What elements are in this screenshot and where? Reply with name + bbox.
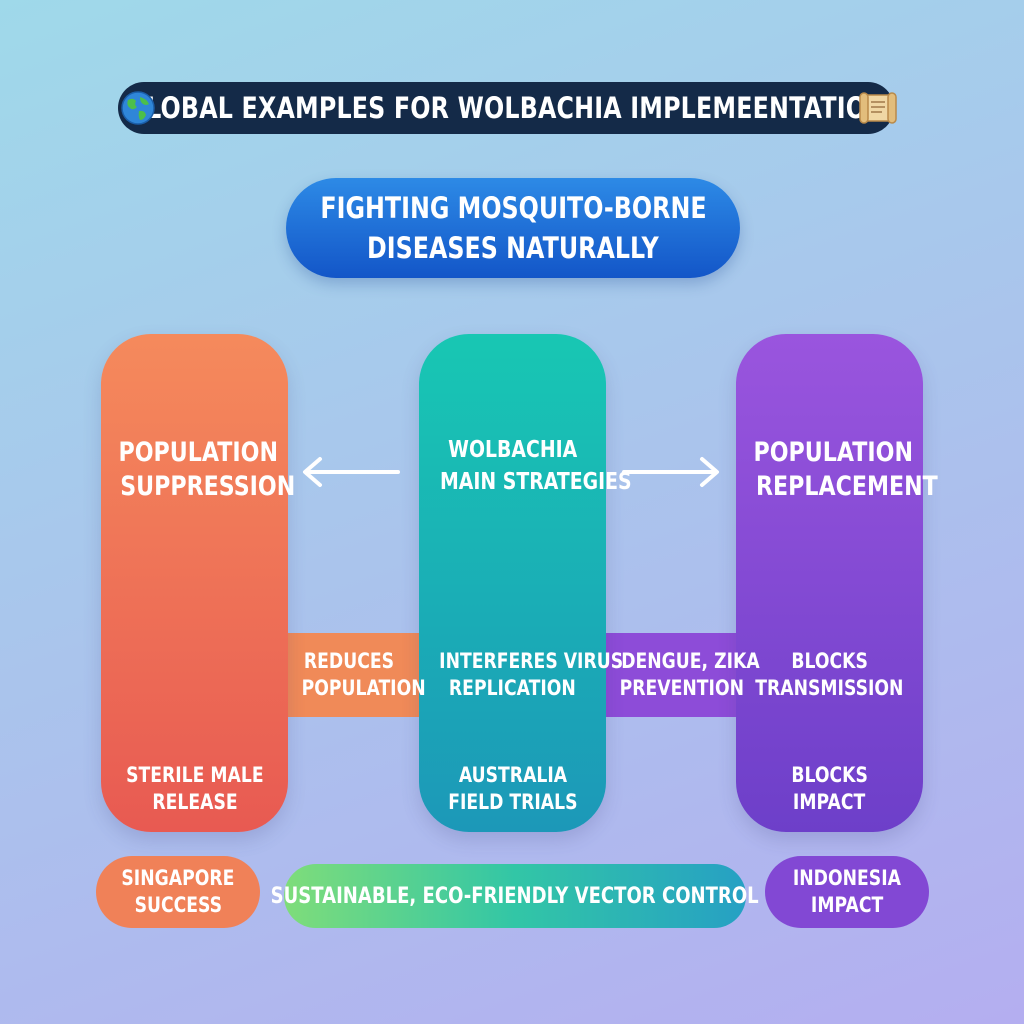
band-label-left-line-1: REDUCES <box>303 649 395 673</box>
column-population-suppression: POPULATION SUPPRESSION STERILE MALE RELE… <box>101 334 296 832</box>
pill-singapore-text: SINGAPORE SUCCESS <box>109 865 247 919</box>
column-bottom-text: STERILE MALE RELEASE <box>101 762 288 816</box>
band-label-right: DENGUE, ZIKA PREVENTION <box>606 648 760 702</box>
column-mid-line-1: BLOCKS <box>791 649 868 673</box>
pill-indonesia-line-2: IMPACT <box>810 893 884 917</box>
column-mid-line-1: INTERFERES VIRUS <box>439 649 624 673</box>
subtitle-pill: FIGHTING MOSQUITO-BORNE DISEASES NATURAL… <box>286 178 740 278</box>
pill-singapore-line-1: SINGAPORE <box>121 866 235 890</box>
pill-indonesia-impact: INDONESIA IMPACT <box>765 856 929 928</box>
connector-band-left <box>280 633 430 717</box>
column-title: POPULATION SUPPRESSION <box>101 436 296 504</box>
connector-band-right <box>596 633 746 717</box>
column-wolbachia-strategies: WOLBACHIA MAIN STRATEGIES INTERFERES VIR… <box>419 334 632 832</box>
band-label-right-line-2: PREVENTION <box>619 676 745 700</box>
column-bottom-line-1: STERILE MALE <box>125 763 264 787</box>
arrow-right-icon <box>622 457 719 487</box>
column-title-line-2: SUPPRESSION <box>120 471 296 502</box>
pill-indonesia-text: INDONESIA IMPACT <box>781 865 913 919</box>
column-bottom-line-1: AUSTRALIA <box>458 763 567 787</box>
column-bottom-line-2: RELEASE <box>151 790 238 814</box>
column-bottom-text: AUSTRALIA FIELD TRIALS <box>419 762 606 816</box>
column-title-line-1: POPULATION <box>118 437 278 468</box>
pill-eco-text: SUSTAINABLE, ECO-FRIENDLY VECTOR CONTROL <box>270 883 760 909</box>
column-title-line-2: REPLACEMENT <box>755 471 938 502</box>
pill-singapore-line-2: SUCCESS <box>134 893 222 917</box>
column-mid-line-2: TRANSMISSION <box>755 676 904 700</box>
band-label-left: REDUCES POPULATION <box>288 648 426 702</box>
column-title: WOLBACHIA MAIN STRATEGIES <box>419 434 632 498</box>
column-population-replacement: POPULATION REPLACEMENT BLOCKS TRANSMISSI… <box>736 334 938 832</box>
header-banner: GLOBAL EXAMPLES FOR WOLBACHIA IMPLEMEENT… <box>118 82 894 134</box>
pill-indonesia-line-1: INDONESIA <box>792 866 902 890</box>
column-mid-line-2: REPLICATION <box>449 676 576 700</box>
band-label-right-line-1: DENGUE, ZIKA <box>621 649 760 673</box>
column-title-line-2: MAIN STRATEGIES <box>440 469 632 495</box>
column-bottom-line-2: FIELD TRIALS <box>447 790 578 814</box>
band-label-left-line-2: POPULATION <box>301 676 426 700</box>
column-bottom-text: BLOCKS IMPACT <box>736 762 923 816</box>
arrow-left-icon <box>303 457 400 487</box>
pill-singapore-success: SINGAPORE SUCCESS <box>96 856 260 928</box>
column-mid-text: BLOCKS TRANSMISSION <box>736 648 923 702</box>
subtitle-text: FIGHTING MOSQUITO-BORNE DISEASES NATURAL… <box>278 188 749 268</box>
subtitle-line-1: FIGHTING MOSQUITO-BORNE <box>319 191 707 225</box>
column-title-line-1: WOLBACHIA <box>447 437 578 463</box>
page-title: GLOBAL EXAMPLES FOR WOLBACHIA IMPLEMEENT… <box>126 91 886 125</box>
subtitle-line-2: DISEASES NATURALLY <box>367 231 659 265</box>
column-title: POPULATION REPLACEMENT <box>736 436 938 504</box>
pill-eco-friendly: SUSTAINABLE, ECO-FRIENDLY VECTOR CONTROL <box>271 864 759 928</box>
column-title-line-1: POPULATION <box>753 437 913 468</box>
column-mid-text: INTERFERES VIRUS REPLICATION <box>419 648 623 702</box>
scroll-icon <box>859 92 897 124</box>
column-bottom-line-1: BLOCKS <box>791 763 868 787</box>
column-bottom-line-2: IMPACT <box>793 790 866 814</box>
globe-icon <box>121 91 155 125</box>
